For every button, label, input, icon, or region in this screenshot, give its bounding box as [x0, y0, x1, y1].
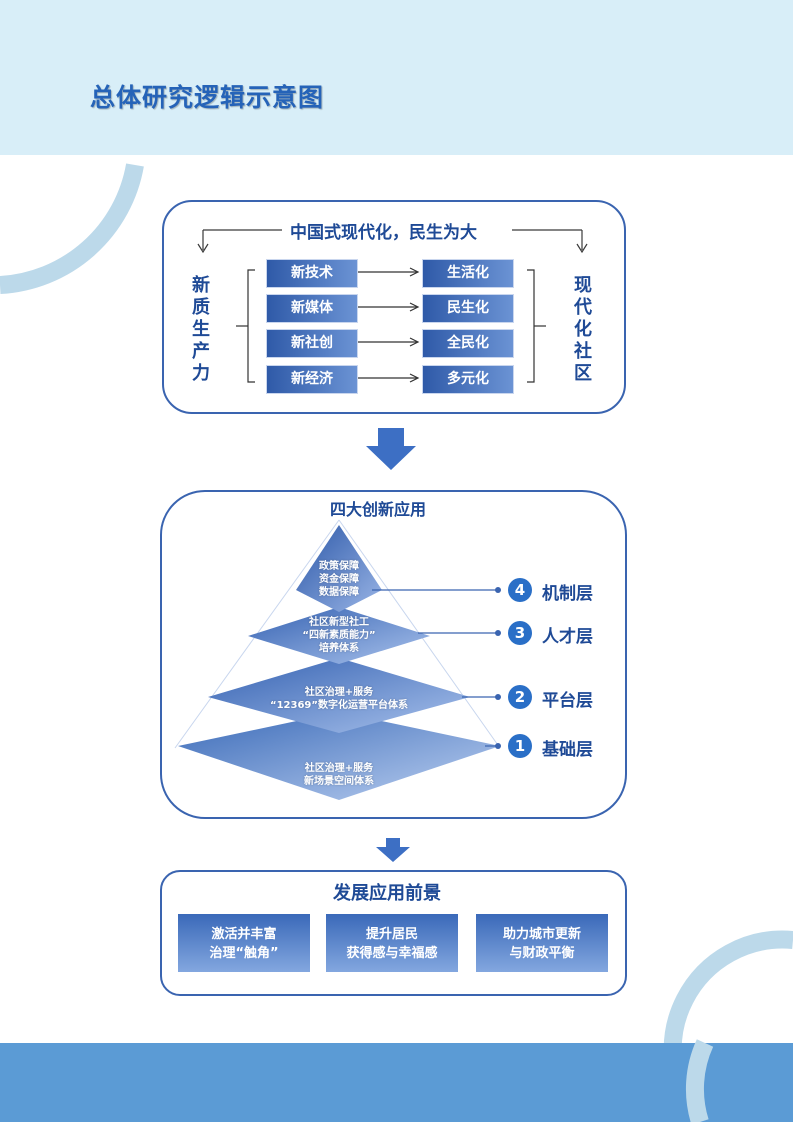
layer-talent	[248, 607, 430, 664]
layer-2-line: “12369”数字化运营平台体系	[270, 700, 408, 711]
layer-4-line: 资金保障	[319, 574, 359, 585]
layer-2-line: 社区治理+服务	[304, 687, 374, 698]
target-box-livelihood: 民生化	[422, 294, 514, 323]
right-vertical-label: 现 代 化 社 区	[572, 275, 594, 385]
layer-1-name: 基础层	[542, 740, 593, 760]
layer-1-line: 社区治理+服务	[304, 763, 374, 774]
left-label-char: 质	[192, 297, 210, 318]
layer-1-number-badge: 1	[508, 734, 532, 758]
layer-3-line: 社区新型社工	[309, 617, 369, 628]
layer-4-line: 数据保障	[319, 587, 359, 598]
layer-2-name: 平台层	[542, 691, 593, 711]
card-line: 激活并丰富	[211, 927, 277, 942]
layer-4-line: 政策保障	[319, 561, 359, 572]
layer-4-number-badge: 4	[508, 578, 532, 602]
left-vertical-label: 新 质 生 产 力	[190, 275, 212, 385]
layer-1-text: 社区治理+服务 新场景空间体系	[259, 762, 419, 788]
source-box-tech: 新技术	[266, 259, 358, 288]
prospect-card-residents: 提升居民 获得感与幸福感	[326, 914, 458, 972]
layer-3-line: 培养体系	[319, 643, 359, 654]
layer-4-text: 政策保障 资金保障 数据保障	[294, 560, 384, 599]
layer-base	[178, 712, 500, 800]
row-arrows	[357, 267, 420, 383]
layer-mechanism	[296, 525, 382, 612]
card-line: 治理“触角”	[209, 946, 279, 961]
left-label-char: 新	[192, 275, 210, 296]
section2-title: 四大创新应用	[330, 500, 427, 519]
layer-1-line: 新场景空间体系	[304, 776, 374, 787]
right-label-char: 区	[574, 363, 592, 384]
footer-band	[0, 1043, 793, 1122]
section1-title: 中国式现代化，民生为大	[290, 223, 477, 243]
right-label-char: 化	[574, 319, 592, 340]
section3-title: 发展应用前景	[333, 883, 441, 904]
source-box-economy: 新经济	[266, 365, 358, 394]
prospect-card-governance: 激活并丰富 治理“触角”	[178, 914, 310, 972]
source-box-media: 新媒体	[266, 294, 358, 323]
target-box-diverse: 多元化	[422, 365, 514, 394]
target-box-public: 全民化	[422, 329, 514, 358]
right-label-char: 社	[574, 341, 592, 362]
layer-3-line: “四新素质能力”	[302, 630, 376, 641]
left-label-char: 力	[192, 363, 210, 384]
header-band	[0, 0, 793, 155]
left-label-char: 生	[192, 319, 210, 340]
page-title: 总体研究逻辑示意图	[90, 83, 325, 112]
layer-4-name: 机制层	[542, 584, 593, 604]
card-line: 助力城市更新	[502, 927, 581, 942]
source-box-social: 新社创	[266, 329, 358, 358]
target-box-life: 生活化	[422, 259, 514, 288]
left-label-char: 产	[192, 341, 210, 362]
card-line: 与财政平衡	[509, 946, 575, 961]
layer-3-text: 社区新型社工 “四新素质能力” 培养体系	[259, 616, 419, 655]
card-line: 提升居民	[365, 927, 418, 942]
right-label-char: 现	[574, 275, 592, 296]
layer-3-name: 人才层	[542, 627, 593, 647]
right-label-char: 代	[574, 297, 592, 318]
layer-platform	[208, 658, 470, 733]
layer-2-number-badge: 2	[508, 685, 532, 709]
top-left-arc	[0, 163, 144, 294]
layer-3-number-badge: 3	[508, 621, 532, 645]
layer-2-text: 社区治理+服务 “12369”数字化运营平台体系	[229, 686, 449, 712]
prospect-card-urban-renewal: 助力城市更新 与财政平衡	[476, 914, 608, 972]
card-line: 获得感与幸福感	[346, 946, 438, 961]
